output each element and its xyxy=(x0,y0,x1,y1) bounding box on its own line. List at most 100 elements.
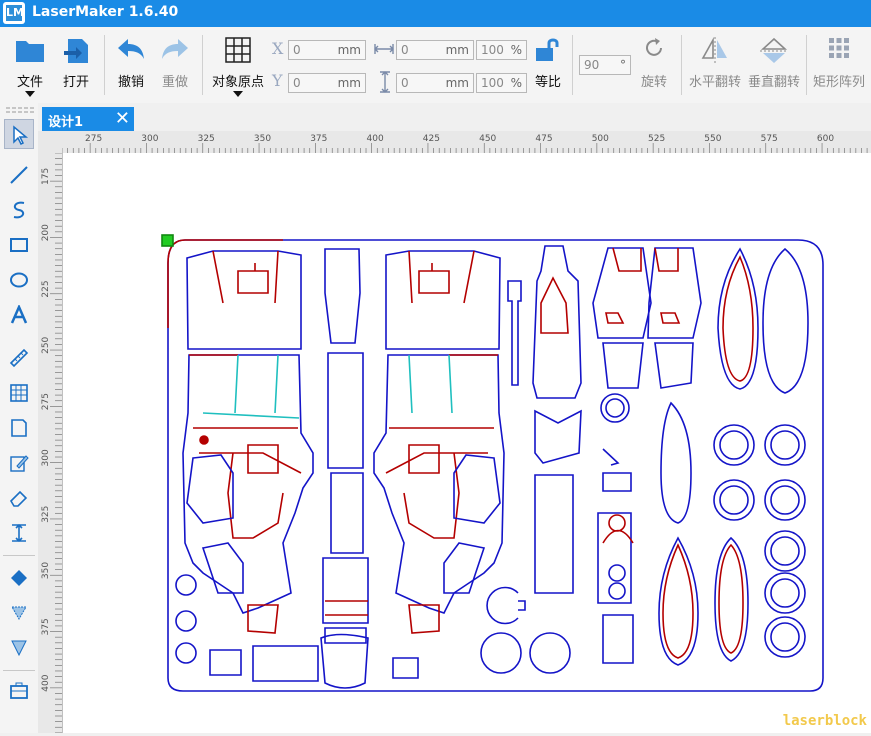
ruler-left-label: 350 xyxy=(41,562,51,579)
left-fuselage-part xyxy=(182,250,314,634)
rail-part xyxy=(534,474,574,594)
ruler-top-label: 400 xyxy=(367,134,384,144)
toolbar-divider xyxy=(681,35,682,95)
arrow-down-tool[interactable] xyxy=(4,598,34,628)
undo-button[interactable]: 撤销 xyxy=(110,27,152,103)
rect-array-label: 矩形阵列 xyxy=(812,75,865,90)
ruler-left-label: 225 xyxy=(41,280,51,297)
ruler-icon xyxy=(9,348,29,368)
redo-button[interactable]: 重做 xyxy=(154,27,196,103)
height-scale-input[interactable]: 100% xyxy=(476,73,527,93)
ruler-left-label: 250 xyxy=(41,336,51,353)
degree-unit: ° xyxy=(620,58,626,72)
bracket-part xyxy=(534,409,582,464)
arrow-down-icon xyxy=(11,606,27,620)
open-file-icon xyxy=(64,39,88,63)
text-a-icon xyxy=(10,305,28,324)
rectangle-icon xyxy=(10,238,28,252)
ruler-top-label: 575 xyxy=(761,134,778,144)
horizontal-flip-button[interactable]: 水平翻转 xyxy=(686,27,744,103)
canopy-pieces xyxy=(602,342,694,389)
vector-tool[interactable] xyxy=(4,633,34,663)
panel-hole-1 xyxy=(608,564,626,582)
height-icon xyxy=(380,71,390,93)
eraser-tool[interactable] xyxy=(4,483,34,513)
panel-part xyxy=(597,512,632,604)
width-scale-value: 100 xyxy=(481,43,504,57)
ellipse-tool[interactable] xyxy=(4,265,34,295)
align-tool[interactable] xyxy=(4,518,34,548)
boat-shape-1 xyxy=(717,247,759,390)
undo-label: 撤销 xyxy=(117,75,144,90)
panel-divider xyxy=(3,670,35,671)
table-grid-icon xyxy=(10,384,28,402)
redo-icon xyxy=(162,39,188,59)
design-canvas[interactable]: laserblock xyxy=(63,153,871,733)
text-tool[interactable] xyxy=(4,300,34,330)
curve-tool[interactable] xyxy=(4,195,34,225)
rotate-button[interactable]: 旋转 xyxy=(635,27,673,103)
boat-shape-2 xyxy=(762,247,809,394)
tab-design1[interactable]: 设计1 ✕ xyxy=(42,107,134,131)
chevron-down-icon xyxy=(25,91,35,97)
equal-ratio-button[interactable]: 等比 xyxy=(530,27,566,103)
line-tool[interactable] xyxy=(4,160,34,190)
rotate-icon xyxy=(646,38,662,56)
redo-label: 重做 xyxy=(161,75,188,90)
cockpit-engrave-left xyxy=(605,247,642,324)
close-icon[interactable]: ✕ xyxy=(114,108,130,129)
ring-inner xyxy=(605,398,625,418)
ruler-corner xyxy=(38,131,62,153)
nose-engrave xyxy=(540,276,569,334)
panel-hole-2 xyxy=(608,582,626,600)
toolbox-tool[interactable] xyxy=(4,676,34,706)
bottom-left-blocks xyxy=(209,645,319,682)
y-axis-label: Y xyxy=(272,71,283,90)
open-button[interactable]: 打开 xyxy=(54,27,98,103)
panel-engrave-circle xyxy=(608,514,626,532)
curve-icon xyxy=(13,201,25,219)
rect-array-button[interactable]: 矩形阵列 xyxy=(810,27,868,103)
width-scale-input[interactable]: 100% xyxy=(476,40,527,60)
ruler-left-label: 275 xyxy=(41,393,51,410)
line-icon xyxy=(10,166,28,184)
rectangle-tool[interactable] xyxy=(4,230,34,260)
page-tool[interactable] xyxy=(4,413,34,443)
laser-cut-drawing xyxy=(161,234,824,692)
toolbar-divider xyxy=(104,35,105,95)
object-origin-button[interactable]: 对象原点 xyxy=(206,27,270,103)
gear-1 xyxy=(175,574,197,596)
center-strip-left xyxy=(322,248,369,644)
ruler-tool[interactable] xyxy=(4,343,34,373)
width-unit: mm xyxy=(445,43,469,57)
vertical-flip-label: 垂直翻转 xyxy=(747,75,800,90)
file-button[interactable]: 文件 xyxy=(8,27,52,103)
chevron-down-icon xyxy=(233,91,243,97)
folder-icon xyxy=(16,41,44,62)
grid-tool[interactable] xyxy=(4,378,34,408)
boat-engrave-3 xyxy=(662,543,694,659)
vertical-flip-button[interactable]: 垂直翻转 xyxy=(745,27,803,103)
ruler-top-label: 600 xyxy=(817,134,834,144)
rotate-angle-input[interactable]: 90° xyxy=(579,55,631,75)
boat-engrave-1 xyxy=(722,255,754,382)
x-unit: mm xyxy=(337,43,361,57)
edit-tool[interactable] xyxy=(4,448,34,478)
left-tool-panel xyxy=(0,103,39,733)
open-label: 打开 xyxy=(62,75,89,90)
fill-tool[interactable] xyxy=(4,563,34,593)
boat-shape-3 xyxy=(658,536,699,666)
origin-marker[interactable] xyxy=(161,234,174,247)
width-percent: % xyxy=(510,43,522,57)
ruler-left-label: 300 xyxy=(41,449,51,466)
select-tool[interactable] xyxy=(4,119,34,149)
